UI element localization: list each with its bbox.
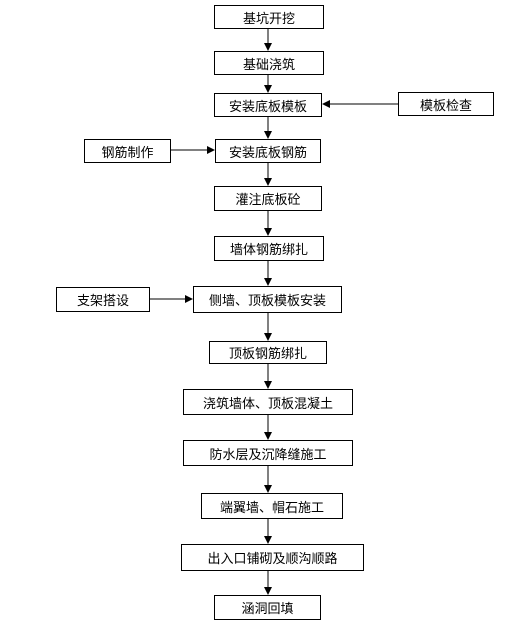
- step-pour-wall-roof-concrete: 浇筑墙体、顶板混凝土: [183, 389, 353, 415]
- step-pour-bottom-concrete: 灌注底板砼: [214, 186, 322, 211]
- step-wall-roof-formwork: 侧墙、顶板模板安装: [193, 286, 342, 313]
- step-wall-rebar-binding: 墙体钢筋绑扎: [214, 236, 324, 261]
- step-install-bottom-formwork: 安装底板模板: [214, 93, 322, 117]
- step-wing-wall-cap-stone: 端翼墙、帽石施工: [201, 493, 343, 519]
- side-rebar-making: 钢筋制作: [84, 139, 171, 163]
- step-install-bottom-rebar: 安装底板钢筋: [215, 139, 321, 163]
- side-template-check: 模板检查: [398, 92, 494, 116]
- step-foundation-pour: 基础浇筑: [214, 51, 324, 75]
- step-excavation: 基坑开挖: [214, 5, 324, 29]
- step-culvert-backfill: 涵洞回填: [214, 595, 321, 620]
- side-support-setup: 支架搭设: [56, 287, 150, 312]
- step-waterproof-settlement-joint: 防水层及沉降缝施工: [183, 440, 353, 466]
- step-entrance-paving: 出入口铺砌及顺沟顺路: [181, 544, 364, 571]
- step-roof-rebar-binding: 顶板钢筋绑扎: [209, 341, 327, 364]
